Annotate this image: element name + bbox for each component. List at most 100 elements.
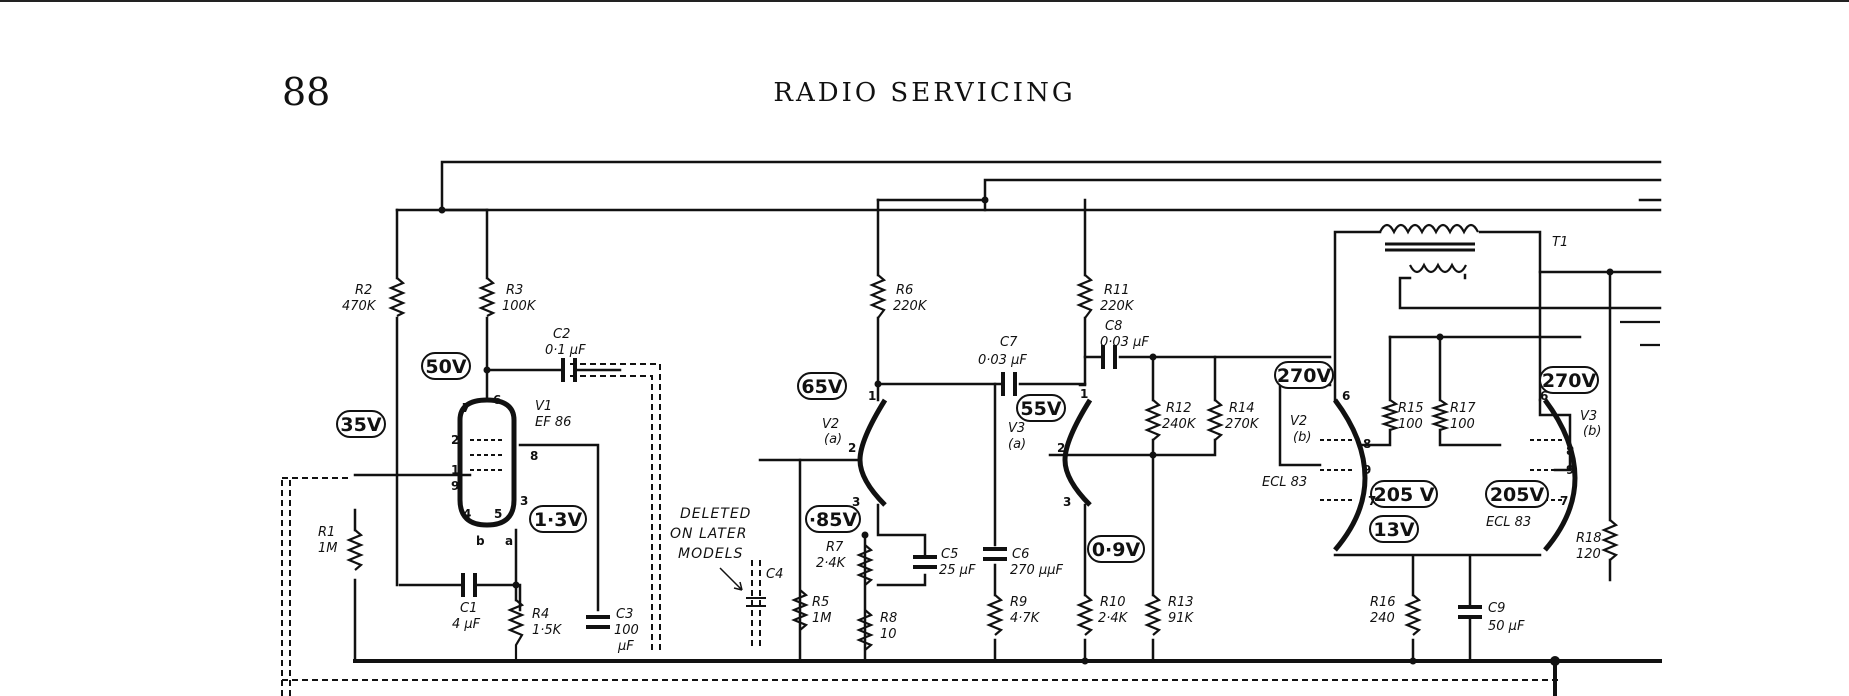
cathode-bus — [1333, 553, 1542, 663]
v1-type: EF 86 — [535, 415, 571, 430]
page-number: 88 — [282, 70, 331, 114]
r12-symbol — [1144, 399, 1162, 441]
r7-value: 2·4K — [816, 556, 847, 571]
r7-ref: R7 — [826, 540, 844, 555]
voltage-bubble — [421, 352, 471, 380]
r9-value: 4·7K — [1010, 611, 1041, 626]
r11-symbol — [1076, 274, 1094, 319]
junction-dot — [512, 581, 520, 589]
junction-dot — [1149, 451, 1157, 459]
r11-value: 220K — [1100, 299, 1135, 314]
r12-ref: R12 — [1166, 401, 1192, 416]
ot-secondary — [1398, 273, 1662, 310]
r7-symbol — [856, 544, 874, 586]
r3-symbol — [478, 277, 496, 317]
screen-lead-bottom — [281, 480, 1560, 696]
running-head: RADIO SERVICING — [773, 78, 1076, 108]
voltage-85v: ·85V — [809, 509, 858, 531]
v2b-section: (b) — [1293, 430, 1311, 445]
pin-label: a — [505, 534, 513, 548]
r13-value: 91K — [1168, 611, 1195, 626]
r8-value: 10 — [880, 627, 897, 642]
ht-rail-top — [440, 160, 1662, 212]
c6-symbol — [983, 547, 1007, 561]
r14-symbol — [1206, 399, 1224, 441]
c8-symbol — [1101, 345, 1117, 369]
c1-ref: C1 — [460, 601, 477, 616]
voltage-205v-right: 205V — [1490, 484, 1545, 506]
pin-label: 9 — [1363, 463, 1371, 477]
r10-ref: R10 — [1100, 595, 1126, 610]
r14-wire — [1151, 355, 1217, 457]
voltage-bubble — [1016, 394, 1066, 422]
junction-dot — [981, 196, 989, 204]
pin-label: 6 — [493, 393, 501, 407]
deleted-note-line1: DELETED — [680, 506, 751, 522]
pin-label: 6 — [1342, 389, 1350, 403]
voltage-bubble — [1274, 361, 1334, 389]
r15-symbol — [1380, 399, 1400, 432]
screen-lead-v1-out — [570, 363, 661, 650]
pin-label: 1 — [868, 389, 876, 403]
pin-label: 7 — [462, 401, 470, 415]
c5-symbol — [913, 555, 937, 569]
note-leader-arrow — [719, 567, 743, 591]
t1-primary-coils — [1379, 223, 1479, 235]
page-top-rule — [0, 0, 1849, 2]
voltage-270v-right: 270V — [1542, 370, 1597, 392]
r4-symbol — [507, 599, 525, 661]
voltage-bubble — [1370, 480, 1438, 508]
t1-core — [1385, 242, 1475, 252]
voltage-50v: 50V — [425, 356, 466, 378]
v2b-envelope — [1332, 398, 1368, 552]
right-rail-lines — [1620, 320, 1660, 347]
r13-ref: R13 — [1168, 595, 1194, 610]
r1-ref: R1 — [318, 525, 335, 540]
r12-value: 240K — [1162, 417, 1197, 432]
pin-label: 8 — [1566, 444, 1574, 458]
c1-value: 4 µF — [452, 617, 481, 632]
pin-label: b — [476, 534, 485, 548]
c6-value: 270 µµF — [1010, 563, 1063, 578]
voltage-65v: 65V — [801, 376, 842, 398]
r18-symbol — [1601, 519, 1619, 561]
r11-bottom — [1078, 316, 1087, 387]
r5-value: 1M — [812, 611, 832, 626]
c2-symbol — [561, 358, 577, 382]
junction-dot — [874, 380, 882, 388]
pin-label: 8 — [530, 449, 538, 463]
r16-ref: R16 — [1370, 595, 1396, 610]
junction-dot — [1606, 268, 1614, 276]
pin-label: 7 — [1560, 494, 1568, 508]
ot-primary-left — [1333, 230, 1382, 402]
v3b-plate — [1538, 398, 1572, 472]
r6-value: 220K — [893, 299, 928, 314]
r17-value: 100 — [1450, 417, 1475, 432]
r9-ref: R9 — [1010, 595, 1027, 610]
voltage-1-3v: 1·3V — [534, 509, 583, 531]
junction-dot — [1081, 657, 1089, 665]
c4-ref: C4 — [766, 567, 783, 582]
r16-symbol — [1404, 594, 1422, 636]
r14-value: 270K — [1225, 417, 1260, 432]
t1-ref: T1 — [1552, 235, 1568, 250]
c2-value: 0·1 µF — [545, 343, 586, 358]
voltage-35v: 35V — [340, 414, 381, 436]
v1-ref: V1 — [535, 399, 552, 414]
r10-value: 2·4K — [1098, 611, 1129, 626]
ot-primary-right — [1478, 230, 1542, 402]
c9-symbol — [1458, 605, 1482, 619]
v3a-envelope — [1062, 398, 1093, 507]
c8-value: 0·03 µF — [1100, 335, 1149, 350]
r2-ref: R2 — [355, 283, 372, 298]
voltage-13v: 13V — [1373, 519, 1414, 541]
r2-symbol — [388, 277, 406, 317]
v3a-ref: V3 — [1008, 421, 1025, 436]
c5-value: 25 µF — [939, 563, 976, 578]
pin-label: 1 — [1080, 387, 1088, 401]
r11-ref: R11 — [1104, 283, 1130, 298]
v1-grids — [470, 439, 505, 471]
r6-symbol — [869, 274, 887, 319]
pin-label: 2 — [848, 441, 856, 455]
